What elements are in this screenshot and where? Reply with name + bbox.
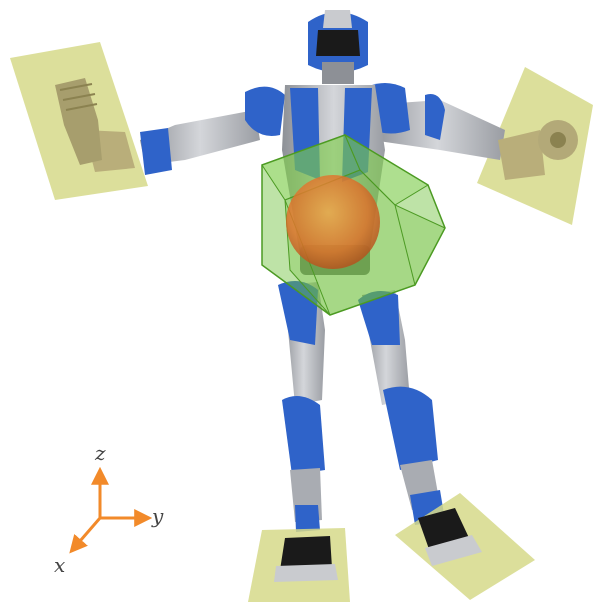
left-leg xyxy=(278,281,325,532)
com-ellipsoid xyxy=(286,175,380,269)
coordinate-frame: z y x xyxy=(54,441,164,577)
x-axis-arrow xyxy=(74,518,100,548)
x-axis-label: x xyxy=(54,553,65,577)
right-leg xyxy=(358,290,445,525)
z-axis-label: z xyxy=(94,441,106,465)
left-arm xyxy=(55,78,285,175)
robot-head xyxy=(308,10,368,84)
y-axis-label: y xyxy=(151,504,164,528)
